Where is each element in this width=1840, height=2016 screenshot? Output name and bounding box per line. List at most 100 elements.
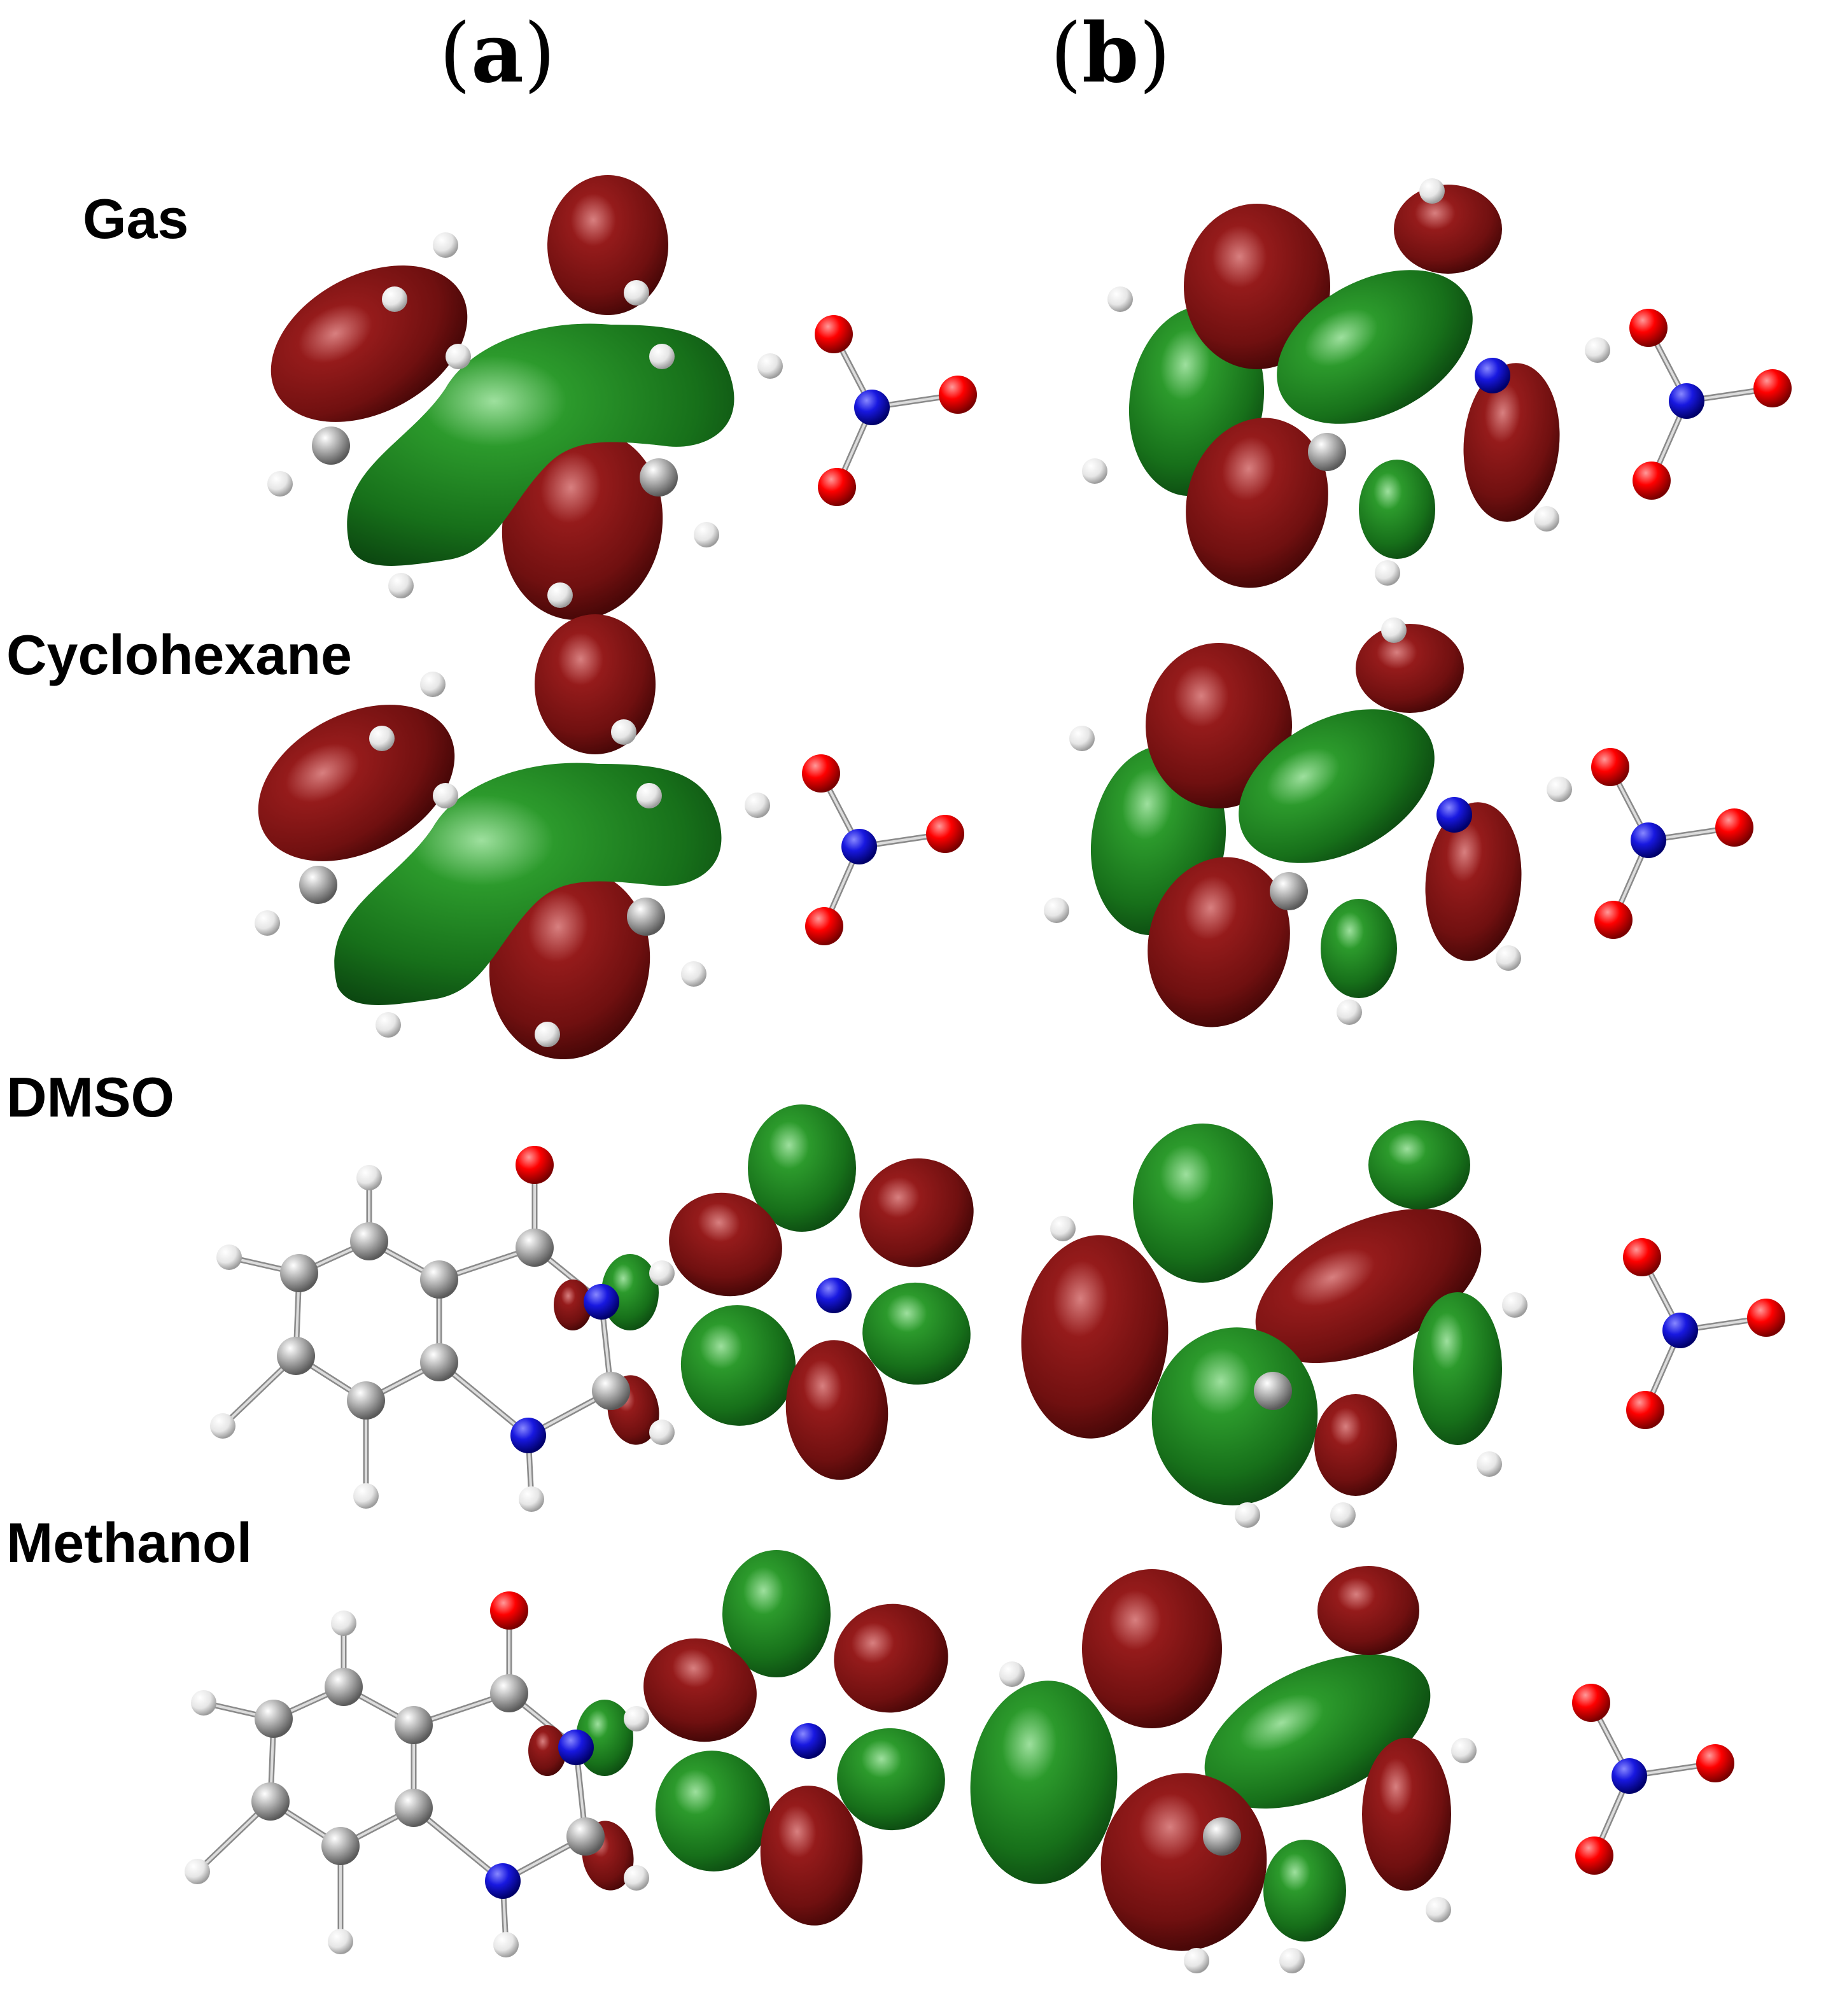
red-orbital-lobe (1186, 418, 1328, 588)
hydrogen-atom (382, 286, 407, 312)
hydrogen-atom (624, 280, 649, 306)
oxygen-atom (516, 1146, 554, 1184)
bond (412, 1807, 504, 1882)
nitrogen-atom (584, 1284, 619, 1320)
oxygen-atom (802, 754, 840, 793)
oxygen-atom (1591, 748, 1629, 786)
hydrogen-atom (1375, 560, 1400, 586)
hydrogen-atom (353, 1483, 379, 1509)
hydrogen-atom (1279, 1948, 1305, 1973)
green-orbital-lobe (655, 1751, 771, 1871)
green-orbital-lobe (970, 1681, 1118, 1884)
red-orbital-lobe (1394, 185, 1502, 274)
bond (438, 1361, 530, 1437)
nitrogen-atom (558, 1730, 594, 1765)
green-orbital-lobe (347, 323, 734, 566)
carbon-atom (347, 1381, 385, 1420)
red-orbital-lobe (760, 1786, 863, 1926)
hydrogen-atom (1534, 506, 1559, 532)
hydrogen-atom (1477, 1451, 1502, 1477)
hydrogen-atom (681, 961, 706, 987)
carbon-atom (627, 898, 665, 936)
hydrogen-atom (420, 672, 446, 697)
red-orbital-lobe (547, 175, 668, 315)
hydrogen-atom (1502, 1292, 1527, 1318)
hydrogen-atom (255, 910, 280, 936)
red-orbital-lobe (859, 1158, 974, 1267)
green-orbital-lobe (1368, 1120, 1470, 1209)
carbon-atom (395, 1789, 433, 1827)
red-orbital-lobe (258, 705, 455, 861)
red-orbital-lobe (1425, 802, 1522, 961)
red-orbital-lobe (1100, 1773, 1267, 1951)
hydrogen-atom (433, 783, 458, 808)
hydrogen-atom (1419, 178, 1445, 204)
carbon-atom (1254, 1372, 1292, 1410)
hydrogen-atom (1235, 1502, 1260, 1528)
red-orbital-lobe (1356, 624, 1464, 713)
hydrogen-atom (535, 1022, 560, 1047)
hydrogen-atom (216, 1244, 242, 1270)
hydrogen-atom (1381, 617, 1407, 643)
nitrogen-atom (1475, 358, 1510, 393)
hydrogen-atom (1547, 777, 1572, 802)
carbon-atom (277, 1337, 315, 1375)
red-orbital-lobe (489, 869, 650, 1060)
red-orbital-lobe (1148, 857, 1290, 1027)
green-orbital-lobe (1133, 1124, 1273, 1283)
hydrogen-atom (611, 719, 636, 745)
green-orbital-lobe (837, 1728, 945, 1831)
carbon-atom (1308, 433, 1346, 471)
row-label-cyclohexane: Cyclohexane (6, 623, 352, 686)
green-orbital-lobe (722, 1550, 831, 1677)
hydrogen-atom (433, 232, 458, 258)
oxygen-atom (1623, 1238, 1661, 1276)
red-orbital-lobe (1082, 1569, 1222, 1728)
panel-label-b: (b) (1050, 6, 1171, 101)
red-orbital-lobe (1362, 1738, 1451, 1891)
red-orbital-lobe (669, 1192, 782, 1297)
hydrogen-atom (1050, 1216, 1076, 1241)
hydrogen-atom (376, 1012, 401, 1038)
red-orbital-lobe (270, 265, 468, 422)
oxygen-atom (1696, 1744, 1734, 1782)
hydrogen-atom (1426, 1897, 1451, 1922)
hydrogen-atom (1330, 1502, 1356, 1528)
carbon-atom (395, 1706, 433, 1744)
oxygen-atom (1594, 901, 1633, 939)
hydrogen-atom (185, 1859, 210, 1884)
red-orbital-lobe (785, 1340, 888, 1480)
carbon-atom (1203, 1817, 1241, 1856)
carbon-atom (490, 1674, 528, 1712)
panel-label-a: (a) (439, 6, 556, 101)
hydrogen-atom (1107, 286, 1133, 312)
hydrogen-atom (649, 1420, 675, 1445)
hydrogen-atom (493, 1932, 519, 1957)
nitrogen-atom (1612, 1758, 1647, 1794)
nitrogen-atom (485, 1863, 521, 1899)
carbon-atom (1270, 872, 1308, 910)
hydrogen-atom (1069, 726, 1095, 751)
green-orbital-lobe (1359, 460, 1435, 559)
red-orbital-lobe (1184, 204, 1330, 369)
oxygen-atom (1633, 462, 1671, 500)
carbon-atom (420, 1260, 458, 1299)
nitrogen-atom (1436, 797, 1472, 833)
hydrogen-atom (331, 1611, 356, 1636)
hydrogen-atom (356, 1165, 382, 1190)
green-orbital-lobe (680, 1305, 796, 1426)
oxygen-atom (1715, 808, 1753, 847)
green-orbital-lobe (334, 763, 722, 1005)
carbon-atom (640, 458, 678, 497)
nitrogen-atom (841, 829, 877, 864)
carbon-atom (255, 1700, 293, 1738)
oxygen-atom (926, 815, 964, 853)
hydrogen-atom (649, 1260, 675, 1286)
red-orbital-lobe (535, 614, 656, 754)
carbon-atom (280, 1254, 318, 1292)
red-orbital-lobe (1317, 1566, 1419, 1655)
hydrogen-atom (636, 783, 662, 808)
green-orbital-lobe (1239, 709, 1435, 863)
hydrogen-atom (519, 1486, 544, 1512)
